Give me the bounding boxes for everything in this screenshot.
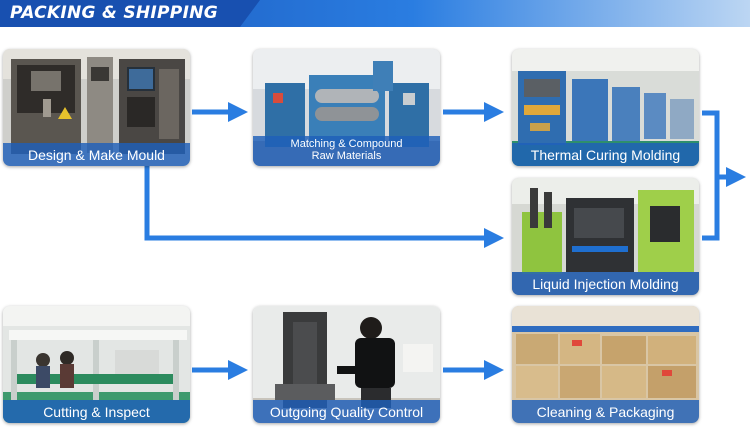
step-label: Cutting & Inspect xyxy=(3,400,190,423)
banner-title: PACKING & SHIPPING xyxy=(10,3,218,23)
step-label: Matching & Compound Raw Materials xyxy=(253,136,440,166)
arrow-molding-merge xyxy=(702,110,720,241)
step-label: Outgoing Quality Control xyxy=(253,400,440,423)
step-label-line-1: Matching & Compound xyxy=(290,138,403,151)
arrow-design-to-liquid xyxy=(144,166,504,248)
step-thermal-curing-molding: Thermal Curing Molding xyxy=(512,49,699,166)
step-cleaning-packaging: Cleaning & Packaging xyxy=(512,306,699,423)
step-label: Design & Make Mould xyxy=(3,143,190,166)
banner-background xyxy=(0,0,750,27)
step-label: Liquid Injection Molding xyxy=(512,272,699,295)
step-outgoing-quality-control: Outgoing Quality Control xyxy=(253,306,440,423)
step-matching-compound: Matching & Compound Raw Materials xyxy=(253,49,440,166)
step-label: Cleaning & Packaging xyxy=(512,400,699,423)
section-banner: PACKING & SHIPPING xyxy=(0,0,750,27)
step-liquid-injection-molding: Liquid Injection Molding xyxy=(512,178,699,295)
step-label-line-2: Raw Materials xyxy=(311,150,382,162)
step-cutting-inspect: Cutting & Inspect xyxy=(3,306,190,423)
step-label: Thermal Curing Molding xyxy=(512,143,699,166)
step-design-make-mould: Design & Make Mould xyxy=(3,49,190,166)
